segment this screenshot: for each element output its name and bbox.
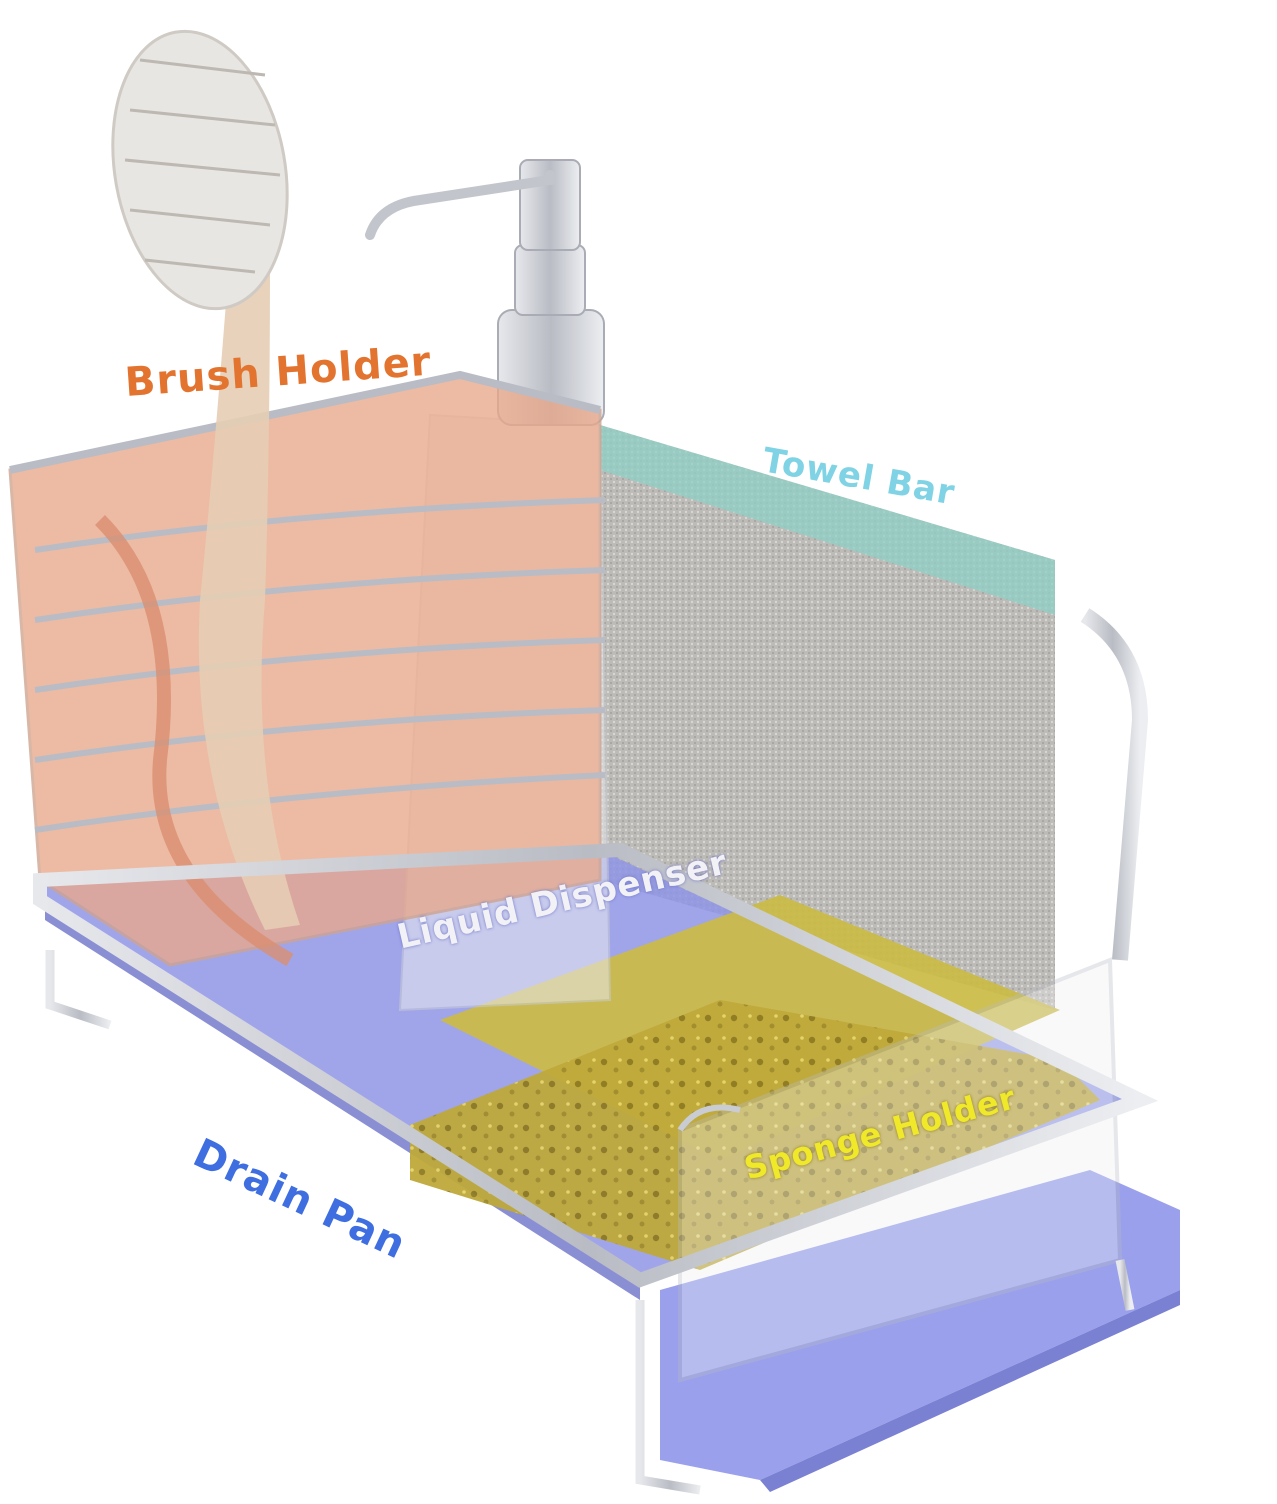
towel-bar-tint [600, 425, 1055, 615]
steel-base-frame [33, 842, 1159, 1495]
sponge [410, 895, 1100, 1270]
towel [600, 425, 1055, 1010]
drip-tray [660, 1170, 1180, 1492]
scrub-brush [111, 29, 300, 930]
brush-holder-box [8, 370, 606, 967]
